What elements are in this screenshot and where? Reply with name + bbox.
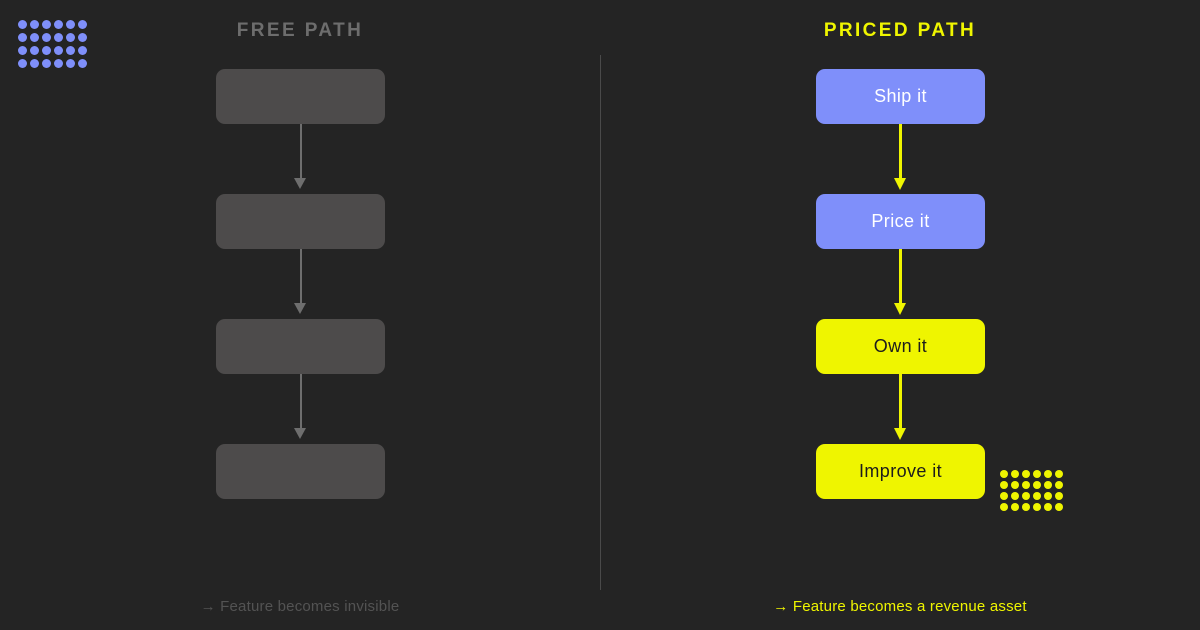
arrow-head [294,303,306,314]
dot [1000,470,1008,478]
priced-path-node-improve-it: Improve it [816,444,985,499]
dot [1000,503,1008,511]
dot [66,46,75,55]
priced-path-node-price-it: Price it [816,194,985,249]
arrow-shaft [300,374,302,432]
arrow-head [894,303,906,315]
dot [42,59,51,68]
arrow-shaft [300,249,302,307]
arrow-shaft [300,124,302,182]
dot [66,33,75,42]
free-path-node-1 [216,69,385,124]
dot [18,46,27,55]
dot [1055,481,1063,489]
dot [1011,503,1019,511]
dot [1055,492,1063,500]
dot [78,20,87,29]
arrow-shaft [899,374,902,432]
dot [1000,481,1008,489]
dot [54,33,63,42]
dot [30,59,39,68]
dot [78,59,87,68]
dot [42,46,51,55]
dot [54,59,63,68]
dot [1055,470,1063,478]
dot [66,59,75,68]
arrow-shaft [899,124,902,182]
dot [1055,503,1063,511]
priced-path-heading: PRICED PATH [823,20,977,41]
arrow-head [294,178,306,189]
free-path-node-2 [216,194,385,249]
dot [1044,492,1052,500]
dot [1033,470,1041,478]
blue-dot-grid [18,20,90,72]
dot [30,20,39,29]
dot [54,46,63,55]
priced-path-node-own-it: Own it [816,319,985,374]
dot [1044,481,1052,489]
dot [1033,492,1041,500]
dot [1011,492,1019,500]
dot [1000,492,1008,500]
free-path-heading: FREE PATH [236,20,364,41]
dot [1022,503,1030,511]
column-divider [600,55,601,590]
dot [1011,481,1019,489]
priced-path-node-ship-it: Ship it [816,69,985,124]
dot [18,59,27,68]
dot [1033,481,1041,489]
dot [66,20,75,29]
free-path-node-4 [216,444,385,499]
dot [54,20,63,29]
dot [42,20,51,29]
priced-path-footer-caption: → Feature becomes a revenue asset [773,598,1027,615]
dot [42,33,51,42]
dot [1044,470,1052,478]
free-path-footer-caption: → Feature becomes invisible [200,598,400,615]
arrow-head [894,178,906,190]
yellow-dot-grid [1000,470,1066,514]
arrow-head [294,428,306,439]
dot [78,46,87,55]
arrow-head [894,428,906,440]
free-path-node-3 [216,319,385,374]
dot [1033,503,1041,511]
dot [18,20,27,29]
dot [30,46,39,55]
dot [1022,492,1030,500]
dot [1022,470,1030,478]
dot [78,33,87,42]
dot [1044,503,1052,511]
dot [1011,470,1019,478]
dot [18,33,27,42]
arrow-shaft [899,249,902,307]
dot [30,33,39,42]
dot [1022,481,1030,489]
